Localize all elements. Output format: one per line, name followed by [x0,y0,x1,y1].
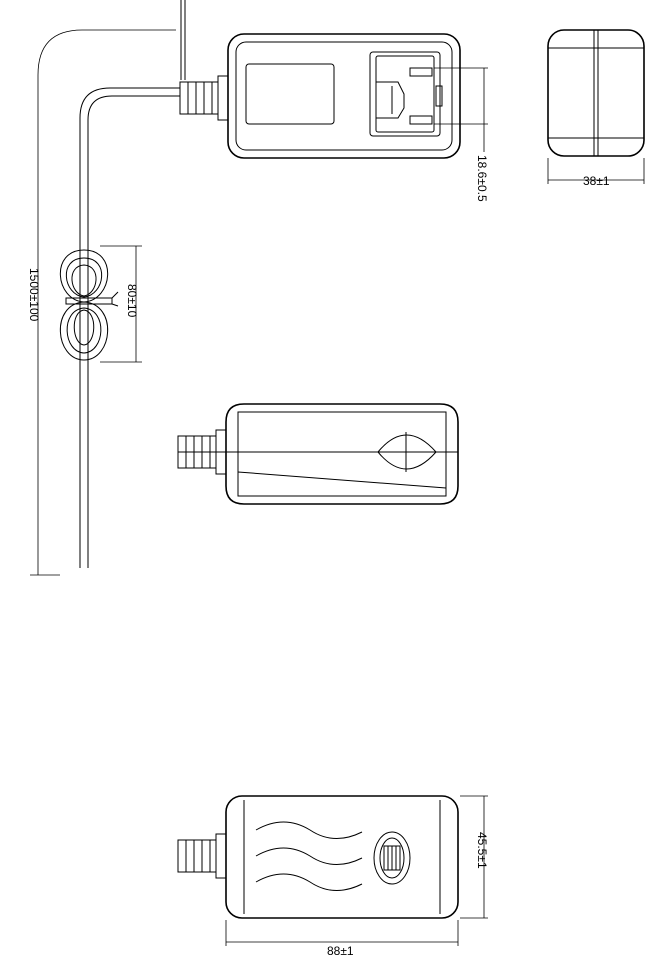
dim-width: 38±1 [583,174,610,188]
cable-tie [65,297,113,305]
side-view-small [547,29,645,184]
cable-top [79,87,180,250]
strain-relief-top [179,75,229,121]
dim-length: 88±1 [327,944,354,958]
housing-top [227,33,461,159]
wave-decoration [255,821,363,839]
label-area [245,63,335,125]
logo-emblem [373,831,411,885]
dim-loop-height: 80±10 [125,284,139,318]
plug-pocket [369,51,441,137]
cable-loop [59,245,142,568]
plug-latch [376,81,405,119]
plug-pin-lower [409,115,433,125]
top-view [30,0,488,576]
middle-view [177,403,459,505]
lens-feature [377,434,437,470]
dim-cable-length: 1500±100 [27,268,41,322]
dim-pin-spacing: 18.6±0.5 [475,155,489,202]
plug-pin-upper [409,67,433,77]
dim-height: 45.5±1 [475,832,489,869]
bottom-view [177,795,488,946]
cable-length-leader [37,29,176,575]
